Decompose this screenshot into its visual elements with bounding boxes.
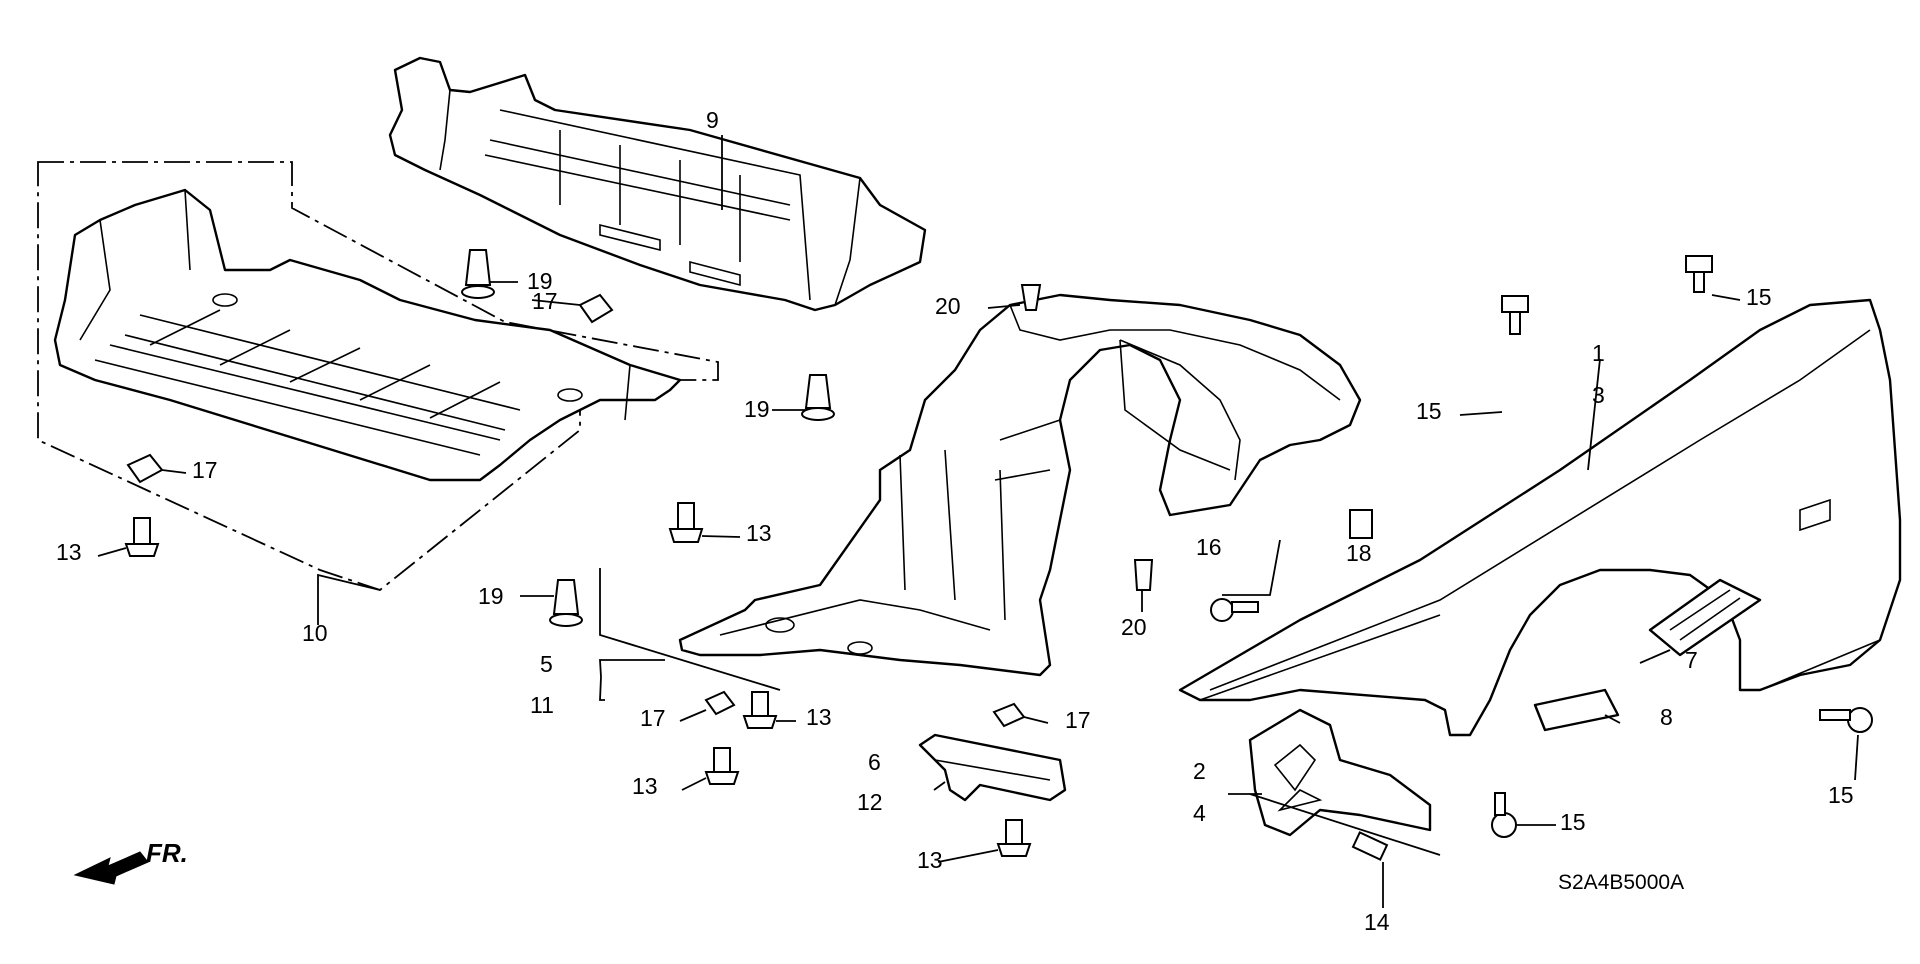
callout-18[interactable]: 18 xyxy=(1346,540,1372,566)
clip-19-c[interactable] xyxy=(549,579,583,627)
under-cover-part-10[interactable] xyxy=(37,161,719,592)
callout-19-c[interactable]: 19 xyxy=(478,583,504,609)
callout-17-a[interactable]: 17 xyxy=(532,288,558,314)
callout-13-c[interactable]: 13 xyxy=(806,704,832,730)
callout-5[interactable]: 5 xyxy=(540,651,553,677)
clip-17-a[interactable] xyxy=(578,293,614,324)
callout-15-d[interactable]: 15 xyxy=(1828,782,1854,808)
callout-3[interactable]: 3 xyxy=(1592,382,1605,408)
callout-4[interactable]: 4 xyxy=(1193,800,1206,826)
clip-17-c[interactable] xyxy=(704,690,736,716)
callout-15-b[interactable]: 15 xyxy=(1416,398,1442,424)
bracket-part-6-12[interactable] xyxy=(918,733,1067,802)
callout-labels: 1 3 2 4 5 11 6 12 7 8 9 10 13 13 13 13 1… xyxy=(56,107,1854,935)
clip-20-b[interactable] xyxy=(1133,559,1154,591)
bolt-15-c[interactable] xyxy=(1491,792,1517,838)
clip-19-b[interactable] xyxy=(801,374,835,421)
callout-17-d[interactable]: 17 xyxy=(1065,707,1091,733)
clip-17-b[interactable] xyxy=(126,453,164,484)
callout-13-b[interactable]: 13 xyxy=(746,520,772,546)
callout-2[interactable]: 2 xyxy=(1193,758,1206,784)
clip-19-a[interactable] xyxy=(461,249,495,299)
callout-19-b[interactable]: 19 xyxy=(744,396,770,422)
pad-part-8[interactable] xyxy=(1533,688,1620,732)
callout-16[interactable]: 16 xyxy=(1196,534,1222,560)
bolt-14[interactable] xyxy=(1351,831,1389,861)
bolt-16[interactable] xyxy=(1210,598,1259,622)
clip-17-d[interactable] xyxy=(992,702,1026,728)
callout-1[interactable]: 1 xyxy=(1592,340,1605,366)
pad-part-7[interactable] xyxy=(1648,578,1762,657)
bolt-15-b[interactable] xyxy=(1501,295,1529,335)
bolt-13-a[interactable] xyxy=(124,517,160,557)
callout-13-a[interactable]: 13 xyxy=(56,539,82,565)
front-direction-arrow-icon: FR. xyxy=(73,838,188,885)
clip-20-a[interactable] xyxy=(1020,284,1042,311)
callout-20-a[interactable]: 20 xyxy=(935,293,961,319)
callout-10[interactable]: 10 xyxy=(302,620,328,646)
bolt-15-d[interactable] xyxy=(1819,707,1873,733)
callout-15-c[interactable]: 15 xyxy=(1560,809,1586,835)
callout-13-e[interactable]: 13 xyxy=(917,847,943,873)
callout-20-b[interactable]: 20 xyxy=(1121,614,1147,640)
callout-13-d[interactable]: 13 xyxy=(632,773,658,799)
callout-11[interactable]: 11 xyxy=(530,692,554,718)
fender-liner-part-5-11[interactable] xyxy=(678,293,1362,677)
callout-15-a[interactable]: 15 xyxy=(1746,284,1772,310)
callout-6[interactable]: 6 xyxy=(868,749,881,775)
callout-9[interactable]: 9 xyxy=(706,107,719,133)
callout-17-b[interactable]: 17 xyxy=(192,457,218,483)
diagram-code: S2A4B5000A xyxy=(1558,871,1684,894)
splash-shield-part-9[interactable] xyxy=(388,56,927,312)
front-direction-label: FR. xyxy=(146,838,188,868)
bolt-15-a[interactable] xyxy=(1685,255,1713,293)
nut-18[interactable] xyxy=(1349,509,1373,539)
bolt-13-d[interactable] xyxy=(704,747,740,785)
callout-14[interactable]: 14 xyxy=(1364,909,1390,935)
leader-lines xyxy=(97,135,1859,908)
bolt-13-b[interactable] xyxy=(668,502,704,543)
fender-part-1-3[interactable] xyxy=(1178,298,1902,737)
bolt-13-e[interactable] xyxy=(996,819,1032,857)
bolt-13-c[interactable] xyxy=(742,691,778,729)
callout-8[interactable]: 8 xyxy=(1660,704,1673,730)
bracket-part-2-4[interactable] xyxy=(1248,708,1432,837)
callout-19-a[interactable]: 19 xyxy=(527,268,553,294)
callout-7[interactable]: 7 xyxy=(1685,647,1698,673)
callout-17-c[interactable]: 17 xyxy=(640,705,666,731)
callout-12[interactable]: 12 xyxy=(857,789,883,815)
